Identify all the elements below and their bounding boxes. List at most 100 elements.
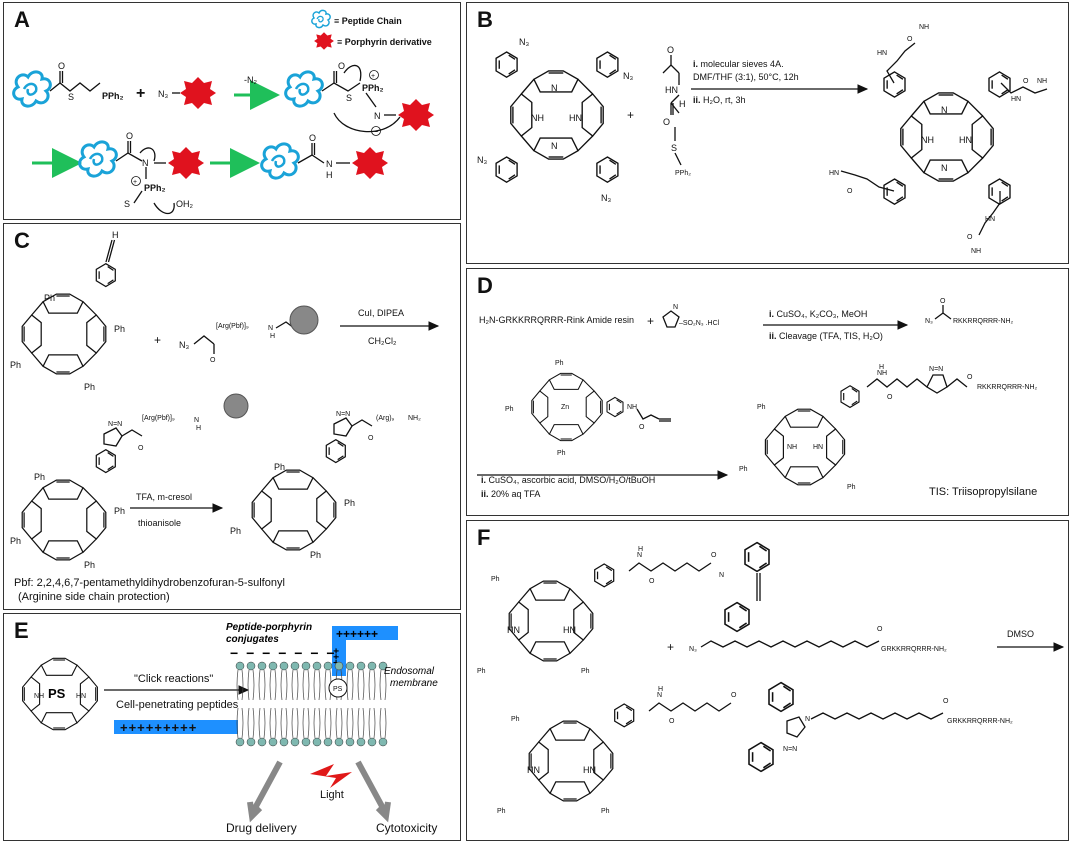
c-o-2: O xyxy=(138,445,144,452)
a-amide-h: H xyxy=(326,170,333,180)
a-o3: O xyxy=(126,131,133,141)
d-imid-n: N xyxy=(673,304,678,311)
f-ph-2: Ph xyxy=(477,668,486,675)
b-prod-n-top: N xyxy=(941,105,948,115)
legend-porphyrin-label: ≡ Porphyrin derivative xyxy=(337,37,432,47)
lipid-head xyxy=(345,737,355,747)
d-prod-ph-3: Ph xyxy=(847,484,856,491)
b-prod-n-bottom: N xyxy=(941,163,948,173)
f-prod-o-3: O xyxy=(943,698,949,705)
e-ps-mem-label: PS xyxy=(333,686,343,693)
b-plus: + xyxy=(627,108,634,122)
b-reagent-bonds xyxy=(662,55,682,166)
b-n3-1: N₃ xyxy=(519,37,529,47)
f-prod-ph-3: Ph xyxy=(601,808,610,815)
lipid-head xyxy=(334,737,344,747)
lipid-tail xyxy=(258,707,266,739)
e-light-bolt-icon xyxy=(310,764,352,788)
b-prod-hn-4: HN xyxy=(985,216,995,223)
d-cond-4: ii. 20% aq TFA xyxy=(481,489,540,499)
c-porphyrin-alkyne xyxy=(21,263,116,375)
f-porphyrin-reactant xyxy=(508,563,615,662)
a-n3: N₃ xyxy=(158,89,168,99)
e-peptide-plus: +++++++++ xyxy=(120,720,197,735)
a-plus: + xyxy=(136,85,145,102)
b-prod-nh-1: NH xyxy=(919,24,929,31)
c-arg9: (Arg)₉ xyxy=(376,415,395,422)
lipid-head xyxy=(356,737,366,747)
b-reagent-o1: O xyxy=(667,45,674,55)
lipid-tail xyxy=(302,707,310,739)
c-n-1: N xyxy=(268,325,273,332)
c-ph-12: Ph xyxy=(310,550,321,560)
f-prod-o-2: O xyxy=(731,692,737,699)
legend-porphyrin-icon xyxy=(314,32,334,50)
product-peptide-icon xyxy=(260,142,300,180)
b-reagent-pph2: PPh₂ xyxy=(675,170,691,177)
lipid-head xyxy=(323,737,333,747)
panel-f-letter: F xyxy=(477,525,491,550)
c-h-2: H xyxy=(196,425,201,432)
lipid-head xyxy=(356,661,366,671)
a-s2: S xyxy=(346,93,352,103)
d-o-1: O xyxy=(639,424,645,431)
d-tis: TIS: Triisopropylsilane xyxy=(929,486,1037,498)
f-n3: N₃ xyxy=(689,646,697,653)
b-prod-o-2: O xyxy=(1023,78,1029,85)
lipid-tail xyxy=(346,707,354,739)
a-s1: S xyxy=(68,92,74,102)
f-alkyl-chain-1 xyxy=(700,640,880,648)
lipid-head xyxy=(279,737,289,747)
c-triazole-2-label: N=N xyxy=(336,411,350,418)
f-o-3: O xyxy=(877,626,883,633)
c-ph-9: Ph xyxy=(274,462,285,472)
c-thioanisole: thioanisole xyxy=(138,518,181,528)
lipid-head xyxy=(312,737,322,747)
c-ph-8: Ph xyxy=(84,560,95,570)
f-prod-o-1: O xyxy=(669,718,675,725)
lipid-head xyxy=(367,661,377,671)
b-prod-nh-4: NH xyxy=(971,248,981,255)
panel-d-scheme: H₂N-GRKKRRQRRR-Rink Amide resin + N –SO₂… xyxy=(477,298,1038,499)
lipid-head xyxy=(301,661,311,671)
c-n-2: N xyxy=(194,417,199,424)
b-prod-hn-1: HN xyxy=(877,50,887,57)
lipid-head xyxy=(378,661,388,671)
f-o-2: O xyxy=(711,552,717,559)
e-ps-in-membrane xyxy=(328,678,348,698)
lipid-tail xyxy=(269,707,277,739)
lipid-head xyxy=(257,737,267,747)
lipid-tail xyxy=(379,707,387,739)
a-minus-n2: -N₂ xyxy=(244,75,257,85)
f-porphyrin-product xyxy=(528,703,635,802)
a-pph2-1: PPh₂ xyxy=(102,91,124,101)
c-ph-3: Ph xyxy=(10,360,21,370)
lipid-tail xyxy=(291,669,299,701)
d-prod-hn: HN xyxy=(813,444,823,451)
d-prod-h: H xyxy=(879,364,884,371)
lipid-tail xyxy=(236,707,244,739)
f-prod-nh: HN xyxy=(527,765,540,775)
a-o2: O xyxy=(338,61,345,71)
f-dbco-ring-1 xyxy=(744,541,770,573)
d-prod1-pep: RKKRRQRRR-NH₂ xyxy=(953,318,1014,325)
row2-peptide-icon xyxy=(78,140,118,178)
f-prod-ring-2 xyxy=(748,741,774,773)
d-cond-2: ii. Cleavage (TFA, TIS, H₂O) xyxy=(769,331,883,341)
c-ph-5: Ph xyxy=(34,472,45,482)
peptide-chain-icon xyxy=(12,70,52,108)
e-ppc-2: conjugates xyxy=(226,634,279,645)
f-prod-triazole-label: N=N xyxy=(783,746,797,753)
d-imidazole xyxy=(662,310,680,328)
lipid-head xyxy=(279,661,289,671)
a-pph2-3: PPh₂ xyxy=(144,183,166,193)
e-click: "Click reactions" xyxy=(134,673,213,685)
panel-b-scheme: N N NH HN N₃ N₃ N₃ N₃ + O HN H O S PPh₂ … xyxy=(477,24,1048,255)
f-h-1: H xyxy=(638,546,643,553)
lipid-tail xyxy=(379,669,387,701)
lipid-head xyxy=(334,661,344,671)
c-tfa: TFA, m-cresol xyxy=(136,492,192,502)
panel-e-scheme: PS NH HN "Click reactions" Cell-penetrat… xyxy=(22,622,438,835)
panel-a-scheme: ≡ Peptide Chain ≡ Porphyrin derivative O… xyxy=(12,9,434,215)
panel-d: D H₂N-GRKKRRQRRR-Rink Amide resin + N –S… xyxy=(466,268,1069,516)
